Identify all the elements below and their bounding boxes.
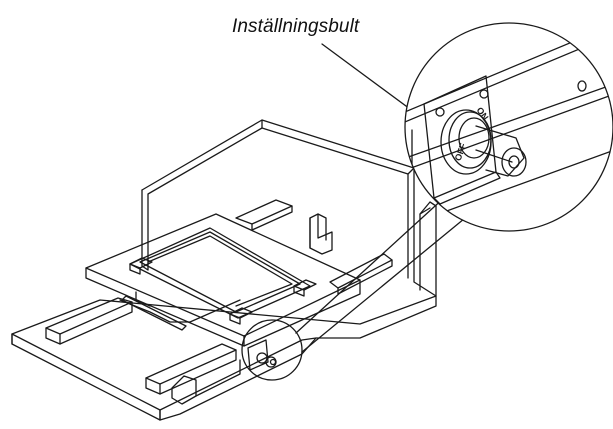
small-detail-circle bbox=[241, 319, 303, 381]
front-right-rail bbox=[145, 343, 241, 405]
enclosure-walls bbox=[141, 119, 437, 297]
callout-label: Inställningsbult bbox=[232, 16, 360, 37]
leader-lines bbox=[295, 195, 471, 353]
back-rail bbox=[235, 199, 293, 231]
tray bbox=[129, 227, 311, 319]
magnified-detail: OFF ON bbox=[405, 23, 613, 231]
big-detail-circle bbox=[404, 22, 613, 232]
corner-clamps bbox=[129, 257, 317, 325]
front-left-rail bbox=[45, 297, 133, 345]
sliding-table bbox=[85, 213, 361, 347]
base-plate bbox=[11, 295, 437, 421]
adjustment-bolt-small bbox=[247, 339, 277, 371]
back-bracket bbox=[309, 213, 333, 255]
